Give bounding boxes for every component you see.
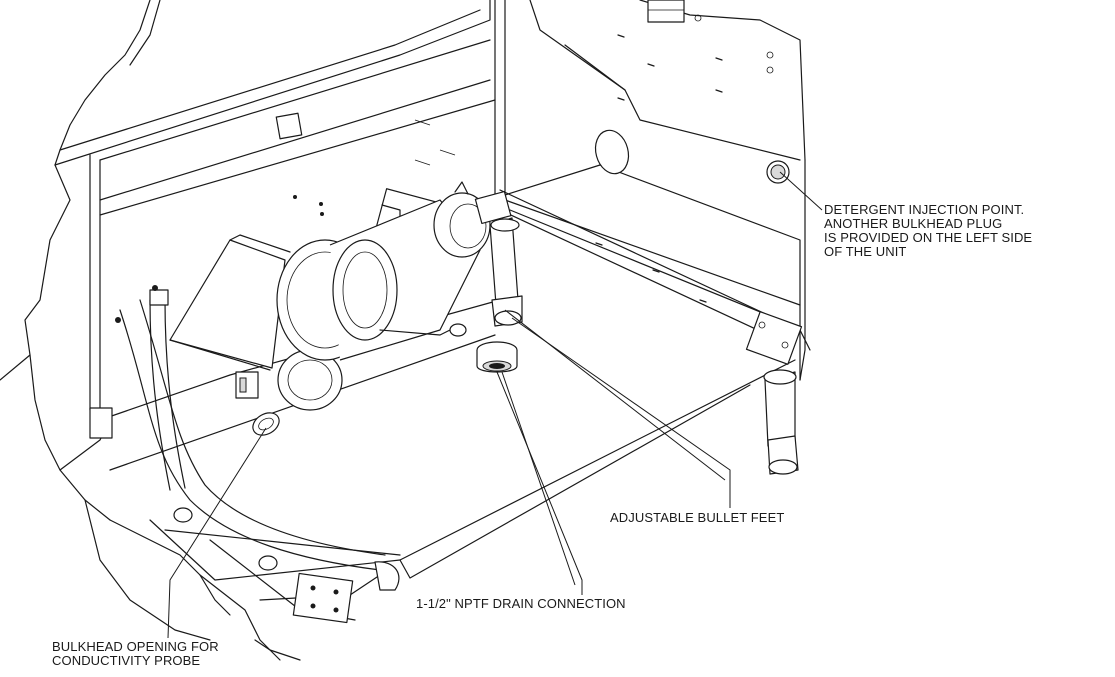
detergent-callout-line3: IS PROVIDED ON THE LEFT SIDE bbox=[824, 230, 1033, 245]
leader-drain bbox=[496, 371, 583, 595]
leader-detergent bbox=[779, 171, 823, 211]
leader-lines bbox=[167, 171, 823, 639]
hose bbox=[115, 195, 400, 591]
detergent-callout-line1: DETERGENT INJECTION POINT. bbox=[824, 202, 1025, 217]
drain-callout-line1: 1-1/2" NPTF DRAIN CONNECTION bbox=[416, 596, 626, 611]
leader-feet-rear bbox=[504, 309, 726, 481]
detergent-callout-line4: OF THE UNIT bbox=[824, 244, 907, 259]
cabinet-back-panel bbox=[54, 0, 506, 421]
conductivity-bulkhead-opening bbox=[252, 412, 280, 436]
conductivity-bulkhead-callout: BULKHEAD OPENING FOR CONDUCTIVITY PROBE bbox=[52, 640, 219, 668]
detergent-callout-line2: ANOTHER BULKHEAD PLUG bbox=[824, 216, 1003, 231]
bullet-foot-rear bbox=[763, 369, 799, 475]
bullet-feet-callout: ADJUSTABLE BULLET FEET bbox=[610, 511, 784, 525]
leader-feet-front bbox=[511, 317, 731, 508]
pump-motor bbox=[235, 181, 491, 411]
drain-connection bbox=[476, 341, 518, 373]
feet-callout-line1: ADJUSTABLE BULLET FEET bbox=[610, 510, 785, 525]
left-housing bbox=[0, 0, 281, 661]
leader-bulkhead bbox=[167, 427, 267, 639]
leader-drain-b bbox=[501, 371, 576, 586]
detergent-injection-callout: DETERGENT INJECTION POINT. ANOTHER BULKH… bbox=[824, 203, 1032, 259]
bulkhead-callout-line2: CONDUCTIVITY PROBE bbox=[52, 653, 201, 668]
bullet-foot-front bbox=[474, 190, 523, 327]
drain-connection-callout: 1-1/2" NPTF DRAIN CONNECTION bbox=[416, 597, 626, 611]
bracket-plates bbox=[89, 407, 354, 624]
bulkhead-callout-line1: BULKHEAD OPENING FOR bbox=[52, 639, 219, 654]
